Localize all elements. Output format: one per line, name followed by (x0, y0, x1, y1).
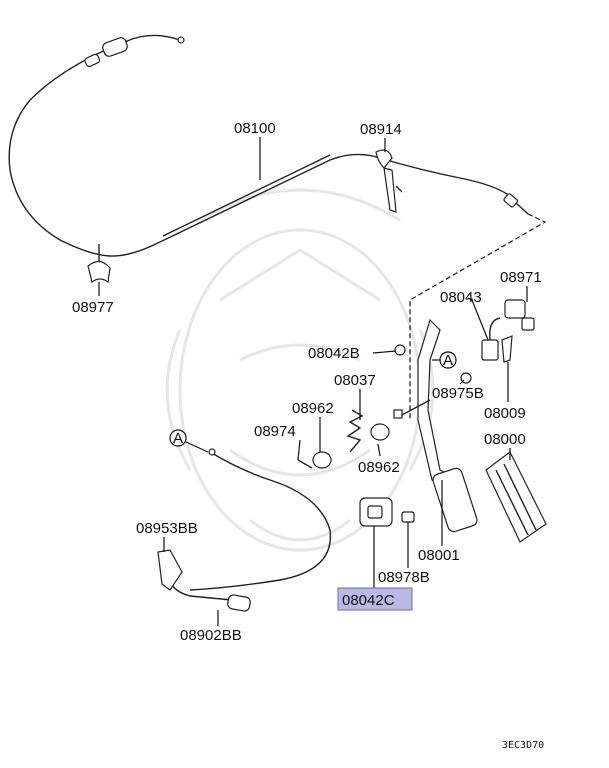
bracket-08953BB[interactable] (157, 549, 183, 591)
part-labels: 08100 08914 08977 08971 08043 08042B 080… (72, 120, 542, 644)
label-08042C[interactable]: 08042C (342, 592, 395, 609)
spring-08009[interactable] (501, 335, 513, 363)
selected-part-highlight (337, 587, 413, 611)
label-08009[interactable]: 08009 (484, 405, 526, 422)
connector-marker-a-upper: A (432, 351, 457, 369)
spring-08037[interactable] (346, 409, 364, 453)
label-08042B[interactable]: 08042B (308, 345, 360, 362)
label-08975B[interactable]: 08975B (432, 385, 484, 402)
switch-08043[interactable] (481, 317, 501, 361)
leader-lines (98, 137, 528, 626)
pedal-pad-08000[interactable] (485, 451, 547, 543)
bushing-08962-left[interactable] (312, 451, 332, 469)
drawing-code: 3EC3D70 (502, 740, 544, 751)
bolt-08978B[interactable] (401, 511, 415, 523)
label-08037[interactable]: 08037 (334, 372, 376, 389)
label-08902BB[interactable]: 08902BB (180, 627, 242, 644)
label-08974[interactable]: 08974 (254, 423, 296, 440)
connector-mark-label: A (443, 352, 453, 369)
label-08971[interactable]: 08971 (500, 269, 542, 286)
connector-mark-label: A (173, 430, 183, 447)
label-08043[interactable]: 08043 (440, 289, 482, 306)
connector-marker-a-lower: A (169, 429, 209, 453)
label-08962-right[interactable]: 08962 (358, 459, 400, 476)
upper-cable[interactable] (8, 34, 529, 257)
bushing-08962-right[interactable] (370, 423, 390, 441)
label-08001[interactable]: 08001 (418, 547, 460, 564)
clip-08977[interactable] (87, 244, 111, 284)
label-08962-left[interactable]: 08962 (292, 400, 334, 417)
stopper-08042C[interactable] (359, 497, 393, 527)
label-08000[interactable]: 08000 (484, 431, 526, 448)
label-08977[interactable]: 08977 (72, 299, 114, 316)
end-08902BB[interactable] (227, 594, 251, 612)
label-08100[interactable]: 08100 (234, 120, 276, 137)
connector-08971[interactable] (504, 299, 535, 331)
pedal-arm-08001[interactable] (393, 318, 479, 533)
bushing-08042B[interactable] (394, 344, 406, 356)
clip-08974[interactable] (297, 459, 313, 469)
watermark (165, 188, 435, 552)
bracket-08914[interactable] (375, 149, 403, 213)
label-08978B[interactable]: 08978B (378, 569, 430, 586)
label-08953BB[interactable]: 08953BB (136, 520, 198, 537)
label-08914[interactable]: 08914 (360, 121, 402, 138)
